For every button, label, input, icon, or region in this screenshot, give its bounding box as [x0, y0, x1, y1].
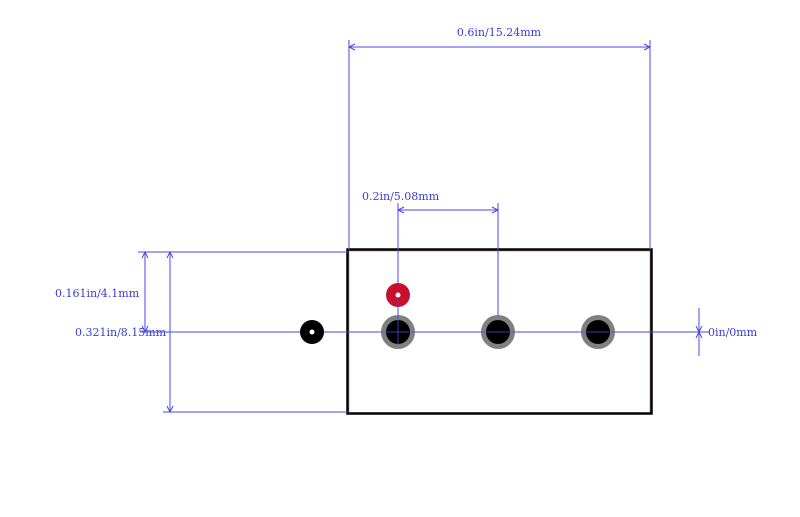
- dimension-width-total: 0.6in/15.24mm: [347, 26, 652, 250]
- dimension-width-total-label: 0.6in/15.24mm: [457, 26, 542, 39]
- dimension-offset-label: 0in/0mm: [708, 326, 758, 339]
- dimension-height-total: 0.321in/8.15mm: [75, 250, 348, 414]
- dimension-pitch: 0.2in/5.08mm: [362, 190, 500, 333]
- pin1-marker: [386, 283, 410, 307]
- dimension-height-half: 0.161in/4.1mm: [55, 250, 348, 334]
- origin-marker: [300, 320, 324, 344]
- dimension-height-total-label: 0.321in/8.15mm: [75, 326, 167, 339]
- dimension-offset: 0in/0mm: [695, 308, 758, 356]
- dimension-height-half-label: 0.161in/4.1mm: [55, 287, 140, 300]
- dimension-pitch-label: 0.2in/5.08mm: [362, 190, 440, 203]
